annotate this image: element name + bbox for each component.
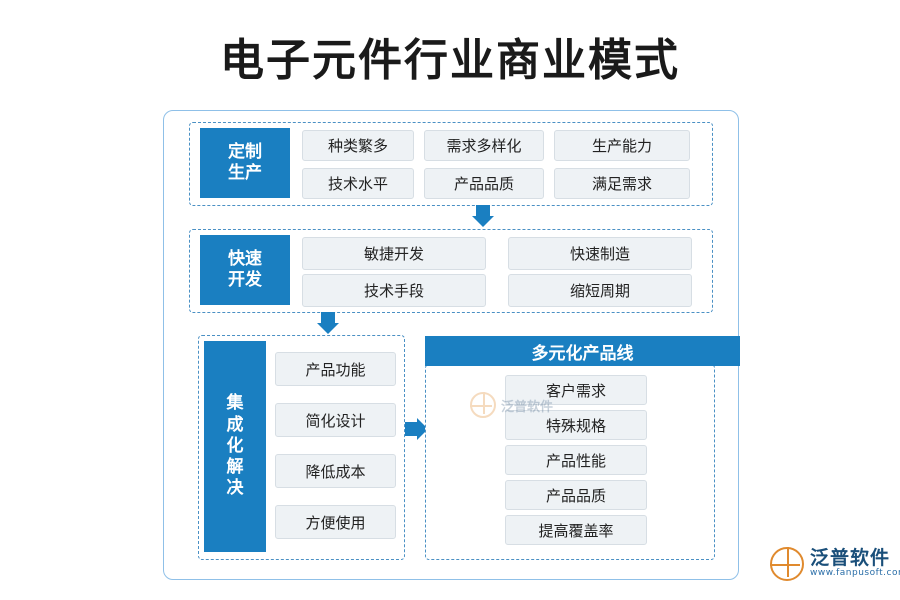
chip-rapid-3[interactable]: 技术手段 <box>302 274 486 307</box>
section-product-line-header: 多元化产品线 <box>425 336 740 366</box>
chip-rapid-2[interactable]: 快速制造 <box>508 237 692 270</box>
chip-integrated-3[interactable]: 降低成本 <box>275 454 396 488</box>
arrow-down-icon-2 <box>317 323 339 334</box>
chip-label: 提高覆盖率 <box>538 521 614 540</box>
arrow-stem-2 <box>321 312 335 325</box>
chip-productline-1[interactable]: 客户需求 <box>505 375 647 405</box>
arrow-down-icon-1 <box>472 216 494 227</box>
chip-integrated-2[interactable]: 简化设计 <box>275 403 396 437</box>
chip-label: 敏捷开发 <box>363 245 424 263</box>
chip-productline-4[interactable]: 产品品质 <box>505 480 647 510</box>
chip-label: 技术水平 <box>327 175 388 193</box>
label-line-4: 解 <box>226 457 244 478</box>
chip-label: 简化设计 <box>305 411 366 430</box>
chip-label: 满足需求 <box>591 175 652 193</box>
chip-productline-5[interactable]: 提高覆盖率 <box>505 515 647 545</box>
chip-rapid-1[interactable]: 敏捷开发 <box>302 237 486 270</box>
chip-label: 产品性能 <box>545 451 606 470</box>
chip-label: 技术手段 <box>363 282 424 300</box>
arrow-stem-3 <box>405 422 418 436</box>
chip-rapid-4[interactable]: 缩短周期 <box>508 274 692 307</box>
label-line-1: 集 <box>226 393 244 414</box>
chip-custom-1[interactable]: 种类繁多 <box>302 130 414 161</box>
logo-name-cn: 泛普软件 <box>810 547 891 570</box>
chip-custom-5[interactable]: 产品品质 <box>424 168 544 199</box>
logo-url: www.fanpusoft.com <box>810 568 900 579</box>
chip-label: 降低成本 <box>305 462 366 481</box>
brand-logo: 泛普软件 www.fanpusoft.com <box>769 540 900 588</box>
chip-label: 产品品质 <box>545 486 606 505</box>
label-line-2: 生产 <box>228 163 262 183</box>
globe-icon <box>769 546 804 581</box>
arrow-right-icon-3 <box>417 418 428 440</box>
chip-productline-3[interactable]: 产品性能 <box>505 445 647 475</box>
header-label: 多元化产品线 <box>531 343 634 364</box>
chip-label: 客户需求 <box>545 381 606 400</box>
section-rapid-development-label: 快速 开发 <box>200 235 290 305</box>
chip-label: 产品品质 <box>453 175 514 193</box>
chip-custom-2[interactable]: 需求多样化 <box>424 130 544 161</box>
chip-label: 产品功能 <box>305 360 366 379</box>
chip-label: 缩短周期 <box>569 282 630 300</box>
label-line-3: 化 <box>226 435 244 456</box>
chip-label: 种类繁多 <box>327 137 388 155</box>
page-title: 电子元件行业商业模式 <box>220 35 680 86</box>
chip-label: 快速制造 <box>569 245 630 263</box>
chip-integrated-1[interactable]: 产品功能 <box>275 352 396 386</box>
chip-label: 特殊规格 <box>545 416 606 435</box>
label-line-1: 快速 <box>228 248 262 269</box>
label-line-5: 决 <box>226 478 244 499</box>
section-integrated-solution-label: 集 成 化 解 决 <box>204 341 266 552</box>
label-line-2: 成 <box>226 414 244 435</box>
chip-label: 方便使用 <box>305 513 366 532</box>
chip-custom-4[interactable]: 技术水平 <box>302 168 414 199</box>
chip-productline-2[interactable]: 特殊规格 <box>505 410 647 440</box>
chip-custom-6[interactable]: 满足需求 <box>554 168 690 199</box>
chip-label: 需求多样化 <box>446 137 522 155</box>
label-line-2: 开发 <box>228 270 262 290</box>
chip-label: 生产能力 <box>591 137 652 155</box>
section-custom-production-label: 定制 生产 <box>200 128 290 198</box>
label-line-1: 定制 <box>228 141 262 162</box>
arrow-stem-1 <box>476 205 490 218</box>
chip-custom-3[interactable]: 生产能力 <box>554 130 690 161</box>
chip-integrated-4[interactable]: 方便使用 <box>275 505 396 539</box>
